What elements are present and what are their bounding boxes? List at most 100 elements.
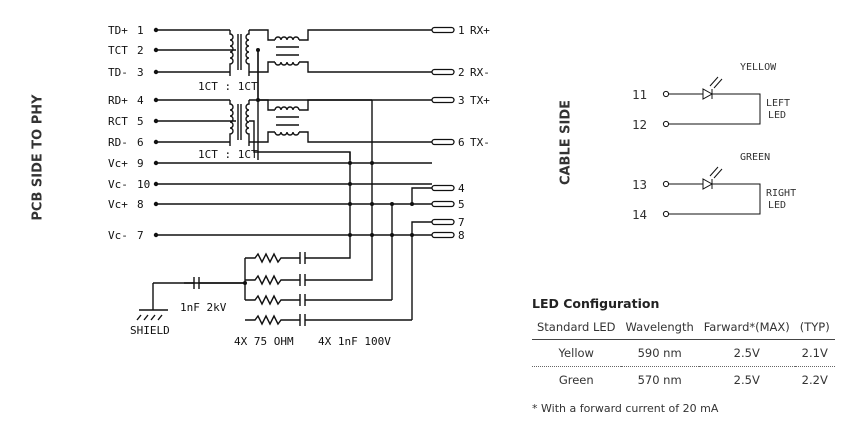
- led-color-label: YELLOW: [740, 62, 777, 73]
- terminal-pin: [431, 231, 455, 239]
- led-cathode-pin: 12: [632, 117, 647, 132]
- led-side-label: LED: [768, 200, 786, 211]
- terminal-pin: [431, 218, 455, 226]
- terminal-pin: [431, 200, 455, 208]
- right-pin-name: TX-: [470, 136, 490, 149]
- table-cell: 590 nm: [620, 339, 699, 367]
- table-cell: Green: [558, 373, 594, 387]
- led-cathode-pin: 14: [632, 207, 647, 222]
- left-pin-name: TD+: [108, 24, 128, 37]
- left-pin-number: 7: [137, 229, 144, 242]
- column-header: (TYP): [794, 316, 835, 340]
- schematic-labels: 1CT : 1CT 1CT : 1CT 1nF 2kV SHIELD 4X 75…: [130, 80, 391, 348]
- pin-circle: [662, 90, 670, 98]
- junction-dot: [410, 233, 414, 237]
- right-pin-name: RX+: [470, 24, 490, 37]
- terminal-pin: [431, 96, 455, 104]
- table-row: Green 570 nm 2.5V 2.2V: [532, 367, 835, 394]
- resistors-label: 4X 75 OHM: [234, 335, 294, 348]
- table-header-row: Standard LED Wavelength Farward*(MAX) (T…: [532, 316, 835, 340]
- rc-network: [184, 228, 412, 326]
- left-pin-number: 5: [137, 115, 144, 128]
- led-config-table: Standard LED Wavelength Farward*(MAX) (T…: [532, 316, 835, 393]
- terminal-pin: [431, 184, 455, 192]
- column-header: Wavelength: [620, 316, 699, 340]
- junction-dot: [370, 233, 374, 237]
- light-emission-icon: [709, 76, 719, 87]
- led-table-title: LED Configuration: [532, 296, 660, 311]
- cable-side-label: CABLE SIDE: [558, 99, 574, 186]
- transformer-top: [156, 29, 432, 152]
- junction-dot: [370, 202, 374, 206]
- right-pin-name: RX-: [470, 66, 490, 79]
- left-pin-name: Vc-: [108, 178, 128, 191]
- left-pin-name: RCT: [108, 115, 128, 128]
- resistor: [245, 274, 300, 286]
- table-cell: 2.5V: [698, 339, 795, 367]
- terminal-pin: [431, 68, 455, 76]
- table-cell: 2.5V: [733, 373, 760, 387]
- junction-dot: [370, 161, 374, 165]
- right-pin-number: 5: [458, 198, 465, 211]
- resistor: [245, 252, 300, 264]
- right-pin-number: 2: [458, 66, 465, 79]
- right-pin-number: 3: [458, 94, 465, 107]
- pin-circle: [662, 180, 670, 188]
- diode-icon: [702, 178, 714, 190]
- table-cell: 2.1V: [794, 339, 835, 367]
- right-pin-number: 1: [458, 24, 465, 37]
- left-pin-number: 4: [137, 94, 144, 107]
- table-cell: Yellow: [532, 339, 621, 367]
- left-pin-name: RD+: [108, 94, 128, 107]
- pin-circle: [662, 120, 670, 128]
- led-side-label: LED: [768, 110, 786, 121]
- pcb-side-label: PCB SIDE TO PHY: [30, 94, 46, 221]
- left-pin-name: TD-: [108, 66, 128, 79]
- right-pin-number: 8: [458, 229, 465, 242]
- power-lines: [156, 162, 432, 320]
- left-pin-name: Vc+: [108, 198, 128, 211]
- junction-dot: [348, 161, 352, 165]
- led-side-label: LEFT: [766, 98, 790, 109]
- capacitors-label: 4X 1nF 100V: [318, 335, 391, 348]
- junction-dot: [256, 98, 260, 102]
- light-emission-icon: [709, 166, 719, 177]
- led-anode-pin: 13: [632, 177, 647, 192]
- left-pin-number: 10: [137, 178, 150, 191]
- shield-label: SHIELD: [130, 324, 170, 337]
- shield-ground: [136, 277, 245, 321]
- led-table-note: * With a forward current of 20 mA: [532, 402, 719, 415]
- junction-dot: [410, 202, 414, 206]
- led-color-label: GREEN: [740, 152, 770, 163]
- led-anode-pin: 11: [632, 87, 647, 102]
- junction-dot: [390, 202, 394, 206]
- ratio-label-bottom: 1CT : 1CT: [198, 148, 258, 161]
- table-cell: 570 nm: [637, 373, 682, 387]
- terminal-pins: [431, 26, 455, 239]
- junction-dots: [243, 48, 414, 285]
- ratio-label-top: 1CT : 1CT: [198, 80, 258, 93]
- left-pin-number: 3: [137, 66, 144, 79]
- right-pin-number: 7: [458, 216, 465, 229]
- left-pin-name: Vc+: [108, 157, 128, 170]
- column-header: Standard LED: [532, 316, 621, 340]
- pin-circle: [662, 210, 670, 218]
- left-pin-number: 6: [137, 136, 144, 149]
- right-pin-number: 6: [458, 136, 465, 149]
- junction-dot: [348, 182, 352, 186]
- resistor: [245, 314, 300, 326]
- left-pin-name: TCT: [108, 44, 128, 57]
- junction-dot: [243, 281, 247, 285]
- shield-cap-label: 1nF 2kV: [180, 301, 227, 314]
- left-pin-name: Vc-: [108, 229, 128, 242]
- junction-dot: [390, 233, 394, 237]
- left-pin-number: 8: [137, 198, 144, 211]
- right-pin-number: 4: [458, 182, 465, 195]
- resistor: [245, 294, 300, 306]
